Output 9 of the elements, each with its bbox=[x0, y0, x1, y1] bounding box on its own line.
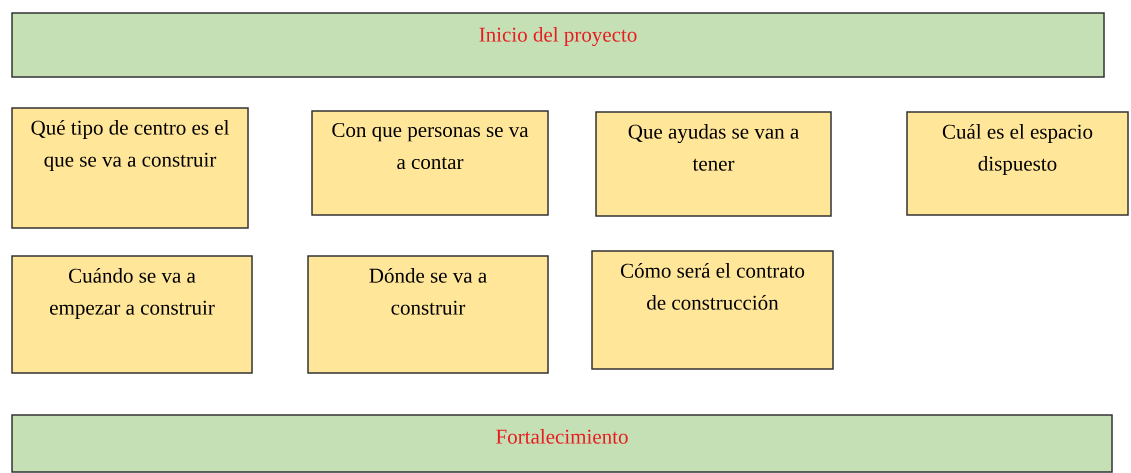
question-box: Con que personas se va a contar bbox=[311, 110, 549, 216]
question-box: Que ayudas se van a tener bbox=[595, 111, 832, 217]
question-box: Qué tipo de centro es el que se va a construir bbox=[11, 107, 249, 229]
heading-band: Fortalecimiento bbox=[11, 414, 1113, 473]
question-box: Cuál es el espacio dispuesto bbox=[906, 111, 1129, 216]
question-box: Cómo será el contrato de construcción bbox=[591, 250, 834, 370]
heading-band: Inicio del proyecto bbox=[11, 12, 1105, 78]
question-box: Cuándo se va a empezar a construir bbox=[11, 255, 253, 374]
question-box: Dónde se va a construir bbox=[307, 255, 549, 374]
